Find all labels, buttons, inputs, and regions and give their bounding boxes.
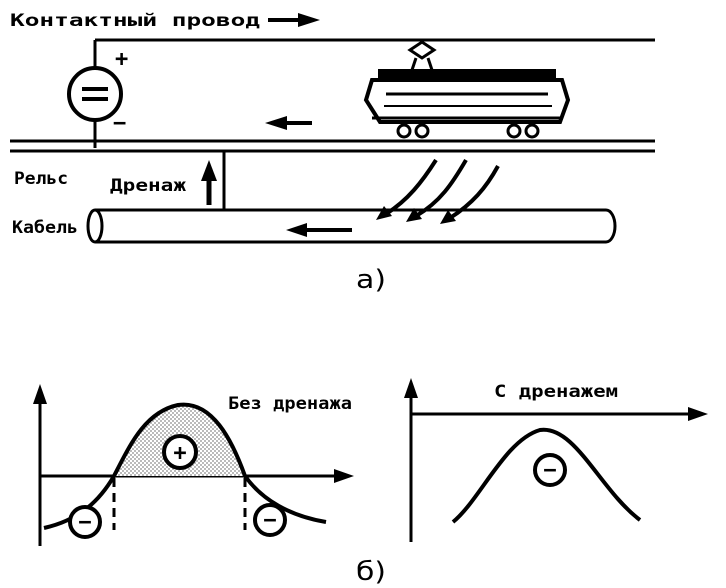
potential-curve-without-drainage [43,402,327,530]
current-arrow-left-icon [265,116,312,130]
figure-b-left: + − − Без дренажа [33,384,354,546]
source-plus-sign: + [115,47,128,72]
current-arrow-right-icon [268,13,320,27]
cable-pipe [86,208,617,244]
figure-b-right: − С дренажем [404,378,708,542]
minus-zone-sign-drain: − [543,458,556,483]
dc-source-icon [67,66,123,122]
contact-wire-label: Контактный провод [10,11,260,31]
caption-a: а) [356,265,386,295]
cable-label: Кабель [12,218,78,238]
stray-current-arrows-icon [384,158,500,220]
with-drainage-title: С дренажем [494,382,618,402]
minus-zone-marker-left-icon [68,505,102,539]
minus-zone-sign-left: − [78,510,91,535]
source-minus-sign: − [113,111,126,136]
minus-zone-marker-right-icon [253,503,287,537]
drainage-label: Дренаж [110,176,187,196]
tram-icon [363,40,571,139]
minus-zone-marker-drain-icon [533,453,567,487]
figure-a: Контактный провод + − [10,11,655,295]
plus-zone-marker-icon [162,434,198,470]
potential-curve-with-drainage [451,427,642,524]
without-drainage-title: Без дренажа [228,394,352,414]
caption-b: б) [356,557,386,587]
minus-zone-sign-right: − [263,508,276,533]
plus-zone-sign: + [173,441,186,466]
cable-current-arrow-icon [286,223,352,237]
drainage-arrow-up-icon [201,160,217,205]
stray-current-arrowheads [376,206,456,224]
rail-label: Рельс [14,169,68,189]
